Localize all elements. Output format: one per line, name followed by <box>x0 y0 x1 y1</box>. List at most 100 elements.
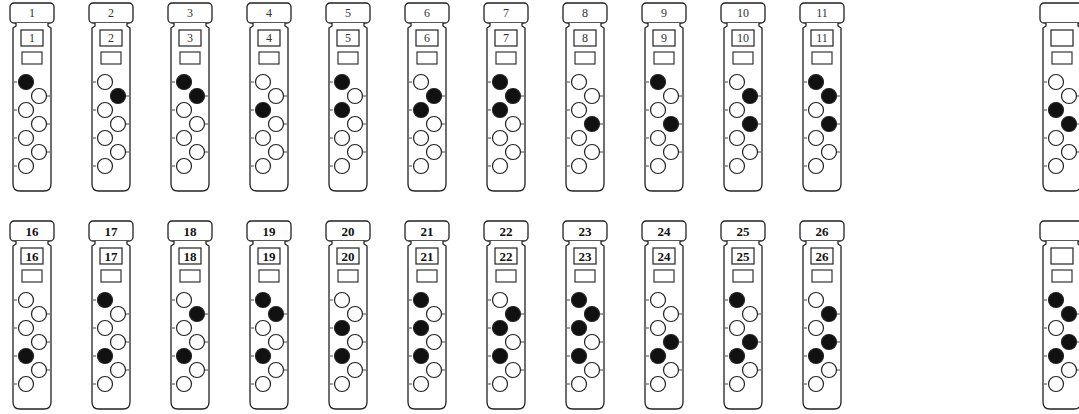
tick-mark <box>14 328 17 329</box>
tick-mark <box>172 138 175 139</box>
empty-dot <box>1049 75 1064 90</box>
tick-mark <box>725 110 728 111</box>
label-number: 5 <box>345 32 351 44</box>
tick-mark <box>93 110 96 111</box>
empty-dot <box>493 131 508 146</box>
empty-dot <box>269 335 284 350</box>
tick-mark <box>284 314 287 315</box>
empty-dot <box>743 145 758 160</box>
tick-mark <box>363 370 366 371</box>
tick-mark <box>488 138 491 139</box>
blank-window <box>812 52 832 64</box>
card-tab <box>10 221 54 241</box>
label-number: 3 <box>187 32 193 44</box>
tick-mark <box>126 314 129 315</box>
tab-number: 3 <box>187 7 193 19</box>
empty-dot <box>19 103 34 118</box>
label-number: 26 <box>816 250 829 263</box>
tick-mark <box>600 314 603 315</box>
empty-dot <box>1062 145 1077 160</box>
card-tab <box>563 3 607 23</box>
card-tab <box>326 221 370 241</box>
filled-dot <box>493 75 508 90</box>
card-outline <box>245 2 293 194</box>
tick-mark <box>442 314 445 315</box>
tick-mark <box>93 82 96 83</box>
label-number: 8 <box>582 32 588 44</box>
braille-card: 33 <box>166 2 214 194</box>
empty-dot <box>256 321 271 336</box>
card-tab <box>89 221 133 241</box>
label-box <box>337 30 359 46</box>
card-body <box>645 23 683 191</box>
blank-window <box>733 52 753 64</box>
empty-dot <box>809 321 824 336</box>
empty-dot <box>348 89 363 104</box>
empty-dot <box>177 131 192 146</box>
tick-mark <box>646 328 649 329</box>
tick-mark <box>284 152 287 153</box>
tick-mark <box>284 370 287 371</box>
tick-mark <box>47 152 50 153</box>
tick-mark <box>14 110 17 111</box>
tick-mark <box>758 96 761 97</box>
empty-dot <box>1062 89 1077 104</box>
empty-dot <box>730 103 745 118</box>
tick-mark <box>284 96 287 97</box>
tick-mark <box>363 314 366 315</box>
empty-dot <box>98 159 113 174</box>
tick-mark <box>646 110 649 111</box>
blank-window <box>180 52 200 64</box>
braille-card: 2020 <box>324 220 372 412</box>
empty-dot <box>493 293 508 308</box>
tab-number: 7 <box>503 7 509 19</box>
label-box <box>574 248 596 264</box>
empty-dot <box>111 307 126 322</box>
blank-window <box>101 52 121 64</box>
empty-dot <box>493 159 508 174</box>
empty-dot <box>651 377 666 392</box>
empty-dot <box>427 145 442 160</box>
tick-mark <box>205 342 208 343</box>
braille-card: 77 <box>482 2 530 194</box>
tick-mark <box>758 124 761 125</box>
card-tab <box>721 3 765 23</box>
label-number: 19 <box>263 250 276 263</box>
tab-number: 24 <box>658 225 671 238</box>
empty-dot <box>809 103 824 118</box>
filled-dot <box>822 307 837 322</box>
tick-mark <box>251 82 254 83</box>
tick-mark <box>646 384 649 385</box>
tick-mark <box>1044 166 1047 167</box>
filled-dot <box>572 293 587 308</box>
tick-mark <box>646 166 649 167</box>
filled-dot <box>822 117 837 132</box>
braille-card: 2525 <box>719 220 767 412</box>
filled-dot <box>190 307 205 322</box>
empty-dot <box>651 131 666 146</box>
tick-mark <box>804 138 807 139</box>
empty-dot <box>809 131 824 146</box>
blank-window <box>338 270 358 282</box>
tick-mark <box>488 166 491 167</box>
tick-mark <box>409 82 412 83</box>
tab-number: 4 <box>266 7 272 19</box>
card-tab <box>642 221 686 241</box>
blank-window <box>417 52 437 64</box>
blank-window <box>733 270 753 282</box>
card-tab <box>1040 221 1079 241</box>
card-body <box>250 241 288 409</box>
filled-dot <box>414 293 429 308</box>
filled-dot <box>269 307 284 322</box>
empty-dot <box>177 377 192 392</box>
label-box <box>337 248 359 264</box>
empty-dot <box>743 307 758 322</box>
label-box <box>1051 30 1073 46</box>
tick-mark <box>646 356 649 357</box>
tick-mark <box>758 370 761 371</box>
card-outline <box>719 2 767 194</box>
blank-window <box>259 52 279 64</box>
card-body <box>171 241 209 409</box>
empty-dot <box>572 377 587 392</box>
braille-card: 66 <box>403 2 451 194</box>
